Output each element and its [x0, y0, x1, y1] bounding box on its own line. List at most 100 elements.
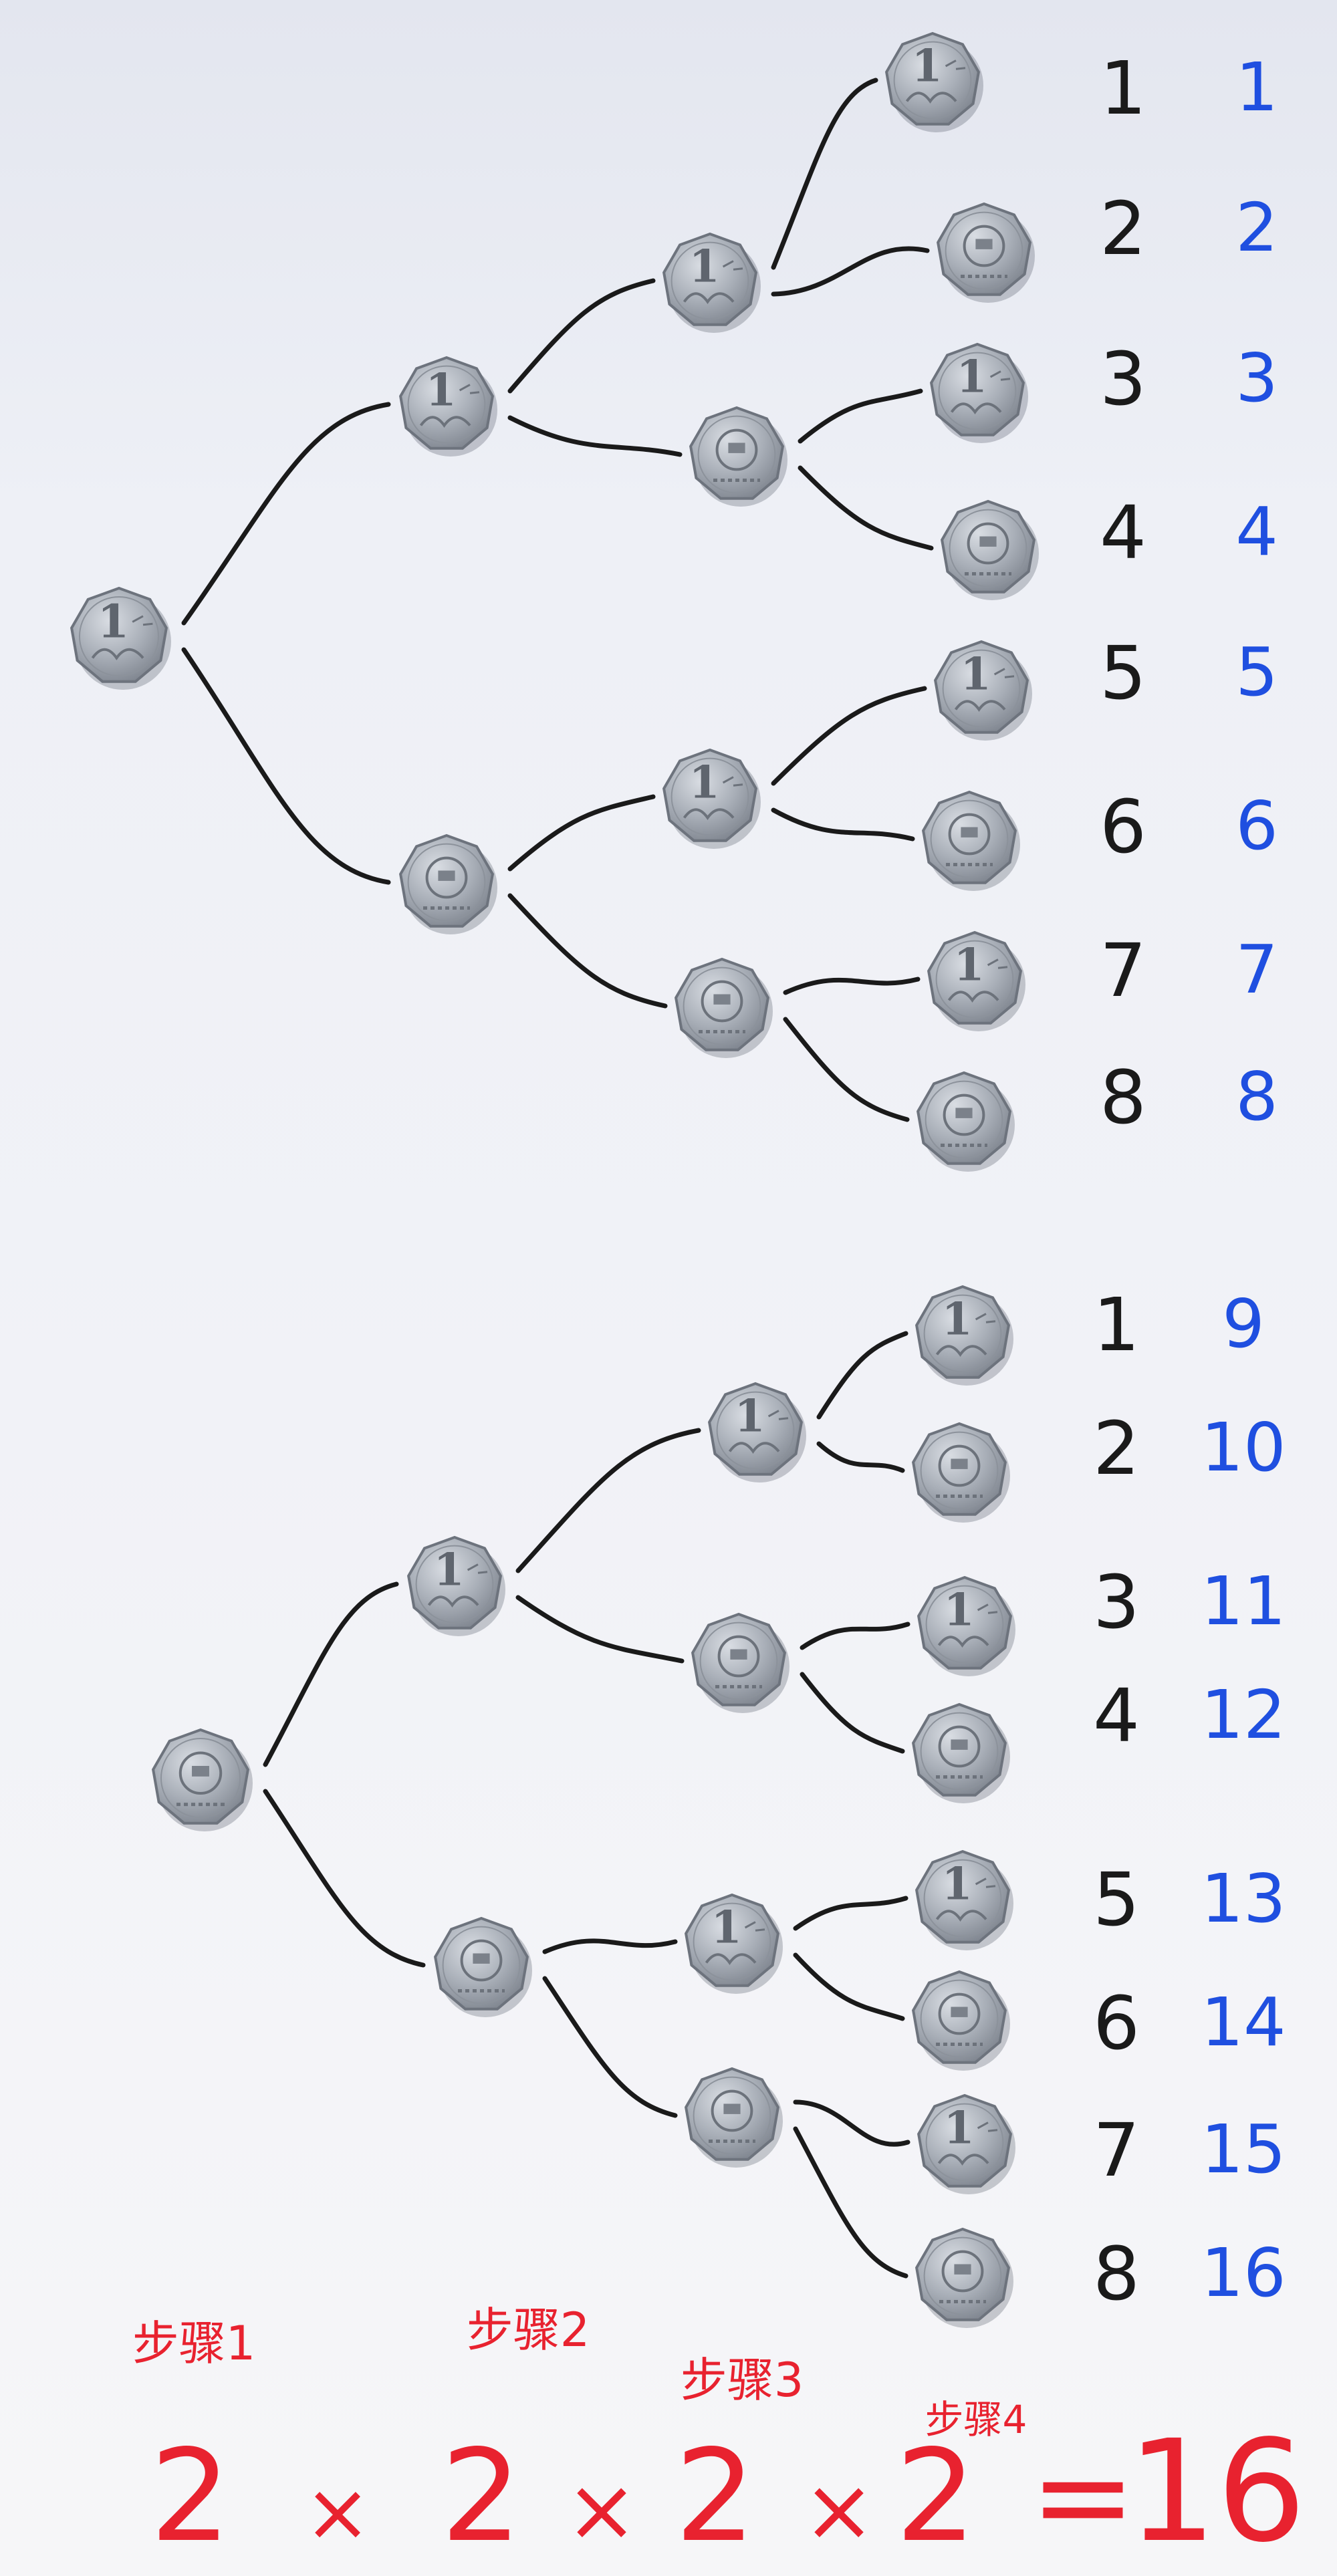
first-tree-l3-0-branch-lower — [771, 246, 930, 297]
second-tree-outcome-count-label: 14 — [1201, 1983, 1286, 2061]
coin-number-text: 1 — [941, 1857, 972, 1910]
emblem-icon — [941, 1093, 987, 1147]
step-4-label: 步骤4 — [925, 2397, 1027, 2442]
emblem-icon — [715, 1635, 762, 1688]
first-tree-outcome-count-label: 4 — [1235, 493, 1278, 571]
emblem-icon — [936, 1725, 983, 1779]
coin-number-text: 1 — [943, 1583, 974, 1636]
second-tree-l3-3-branch-lower — [793, 2126, 908, 2279]
equation-token: 2 — [441, 2422, 522, 2570]
second-tree-level3-coin: 1 — [685, 1893, 783, 1994]
second-tree-outcome-count-label: 13 — [1201, 1859, 1286, 1938]
second-tree-outcome-count-label: 15 — [1201, 2110, 1286, 2188]
second-tree-l3-1-branch-upper — [800, 1622, 910, 1650]
first-tree-outcome-count-label: 6 — [1235, 787, 1278, 865]
coin-number-text: 1 — [941, 1293, 972, 1345]
emblem-icon — [965, 522, 1011, 575]
equation-token: = — [1029, 2422, 1136, 2570]
equation-token: × — [803, 2459, 876, 2561]
second-tree-branch-label: 3 — [1093, 1559, 1140, 1645]
second-tree-l3-2-branch-upper — [793, 1896, 908, 1931]
first-tree-l2b-branch-lower — [507, 893, 668, 1009]
first-tree-outcome-count-label: 3 — [1235, 339, 1278, 417]
first-tree-l3-0-branch-upper — [771, 78, 878, 270]
second-tree-leaf-coin: 1 — [917, 1575, 1015, 1676]
emblem-icon — [458, 1939, 505, 1992]
coin-number-text: 1 — [960, 648, 991, 700]
second-tree-leaf-coin — [912, 1702, 1010, 1803]
first-tree-level3-coin — [675, 957, 773, 1058]
coin-number-text: 1 — [689, 240, 719, 292]
equation-token: × — [566, 2459, 638, 2561]
second-tree-outcome-count-label: 12 — [1201, 1676, 1286, 1754]
second-tree-root-branch-lower — [263, 1789, 426, 1968]
second-tree-level2-coin — [434, 1916, 532, 2017]
first-tree-l3-1-branch-upper — [798, 388, 923, 444]
first-tree-branch-label: 1 — [1100, 45, 1146, 131]
equation-token: 16 — [1127, 2410, 1306, 2573]
emblem-icon — [936, 1992, 983, 2046]
first-tree-l2b-branch-upper — [507, 794, 656, 872]
first-tree-leaf-coin — [917, 1071, 1015, 1172]
coin-number-text: 1 — [734, 1390, 765, 1442]
coin-number-text: 1 — [953, 938, 984, 991]
first-tree-l2a-branch-upper — [507, 278, 656, 394]
first-tree-branch-label: 3 — [1100, 336, 1146, 422]
first-tree-outcome-count-label: 5 — [1235, 633, 1278, 711]
emblem-icon — [699, 980, 745, 1033]
second-tree-branch-label: 7 — [1093, 2107, 1140, 2193]
coin-number-text: 1 — [956, 350, 987, 402]
first-tree-branch-label: 7 — [1100, 928, 1146, 1013]
emblem-icon — [709, 2089, 755, 2143]
first-tree-outcome-count-label: 8 — [1235, 1057, 1278, 1136]
second-tree-branch-label: 1 — [1093, 1282, 1140, 1368]
step-1-label: 步骤1 — [132, 2316, 256, 2371]
first-tree-leaf-coin: 1 — [885, 31, 983, 132]
second-tree-leaf-coin: 1 — [917, 2093, 1015, 2194]
second-tree-branch-label: 6 — [1093, 1980, 1140, 2066]
equation-token: × — [304, 2466, 372, 2559]
first-tree-leaf-coin — [937, 202, 1035, 303]
equation-token: 2 — [896, 2422, 977, 2570]
emblem-icon — [423, 856, 470, 910]
second-tree-outcome-count-label: 10 — [1201, 1408, 1286, 1487]
first-tree-leaf-coin: 1 — [934, 640, 1032, 741]
first-tree-root-branch-lower — [181, 647, 391, 885]
first-tree-l3-3-branch-upper — [783, 977, 921, 995]
coin-number-text: 1 — [433, 1543, 464, 1595]
emblem-icon — [961, 225, 1007, 278]
first-tree-l3-1-branch-lower — [798, 465, 934, 551]
second-tree-l3-2-branch-lower — [793, 1952, 905, 2021]
second-tree-outcome-count-label: 16 — [1201, 2234, 1286, 2312]
emblem-icon — [176, 1751, 225, 1807]
first-tree-level2-coin: 1 — [399, 356, 497, 457]
step-2-label: 步骤2 — [467, 2303, 590, 2357]
second-tree-outcome-count-label: 9 — [1222, 1285, 1265, 1363]
second-tree-leaf-coin — [915, 2227, 1013, 2328]
first-tree-l3-2-branch-lower — [771, 807, 915, 842]
equation-token: 2 — [675, 2422, 756, 2570]
coin-number-text: 1 — [425, 364, 456, 416]
first-tree-leaf-coin — [941, 499, 1039, 600]
coin-number-text: 1 — [689, 756, 719, 808]
emblem-icon — [939, 2250, 986, 2303]
second-tree-branch-label: 5 — [1093, 1857, 1140, 1942]
first-tree-l3-3-branch-lower — [783, 1017, 910, 1122]
second-tree-leaf-coin — [912, 1970, 1010, 2071]
first-tree-leaf-coin: 1 — [930, 342, 1028, 443]
emblem-icon — [946, 813, 993, 866]
first-tree-level3-coin: 1 — [662, 748, 761, 849]
first-tree-l3-2-branch-upper — [771, 686, 927, 786]
second-tree-l2a-branch-upper — [515, 1428, 701, 1573]
second-tree-leaf-coin — [912, 1422, 1010, 1523]
second-tree-outcome-count-label: 11 — [1201, 1562, 1286, 1640]
first-tree-leaf-coin — [922, 790, 1020, 891]
first-tree-l2a-branch-lower — [507, 415, 683, 457]
first-tree-outcome-count-label: 2 — [1235, 188, 1278, 267]
first-tree-branch-label: 8 — [1100, 1055, 1146, 1140]
first-tree-branch-label: 2 — [1100, 186, 1146, 271]
second-tree-branch-label: 2 — [1093, 1406, 1140, 1491]
second-tree-l2b-branch-lower — [542, 1976, 678, 2118]
coin-number-text: 1 — [943, 2101, 974, 2154]
equation-token: 2 — [150, 2422, 231, 2570]
